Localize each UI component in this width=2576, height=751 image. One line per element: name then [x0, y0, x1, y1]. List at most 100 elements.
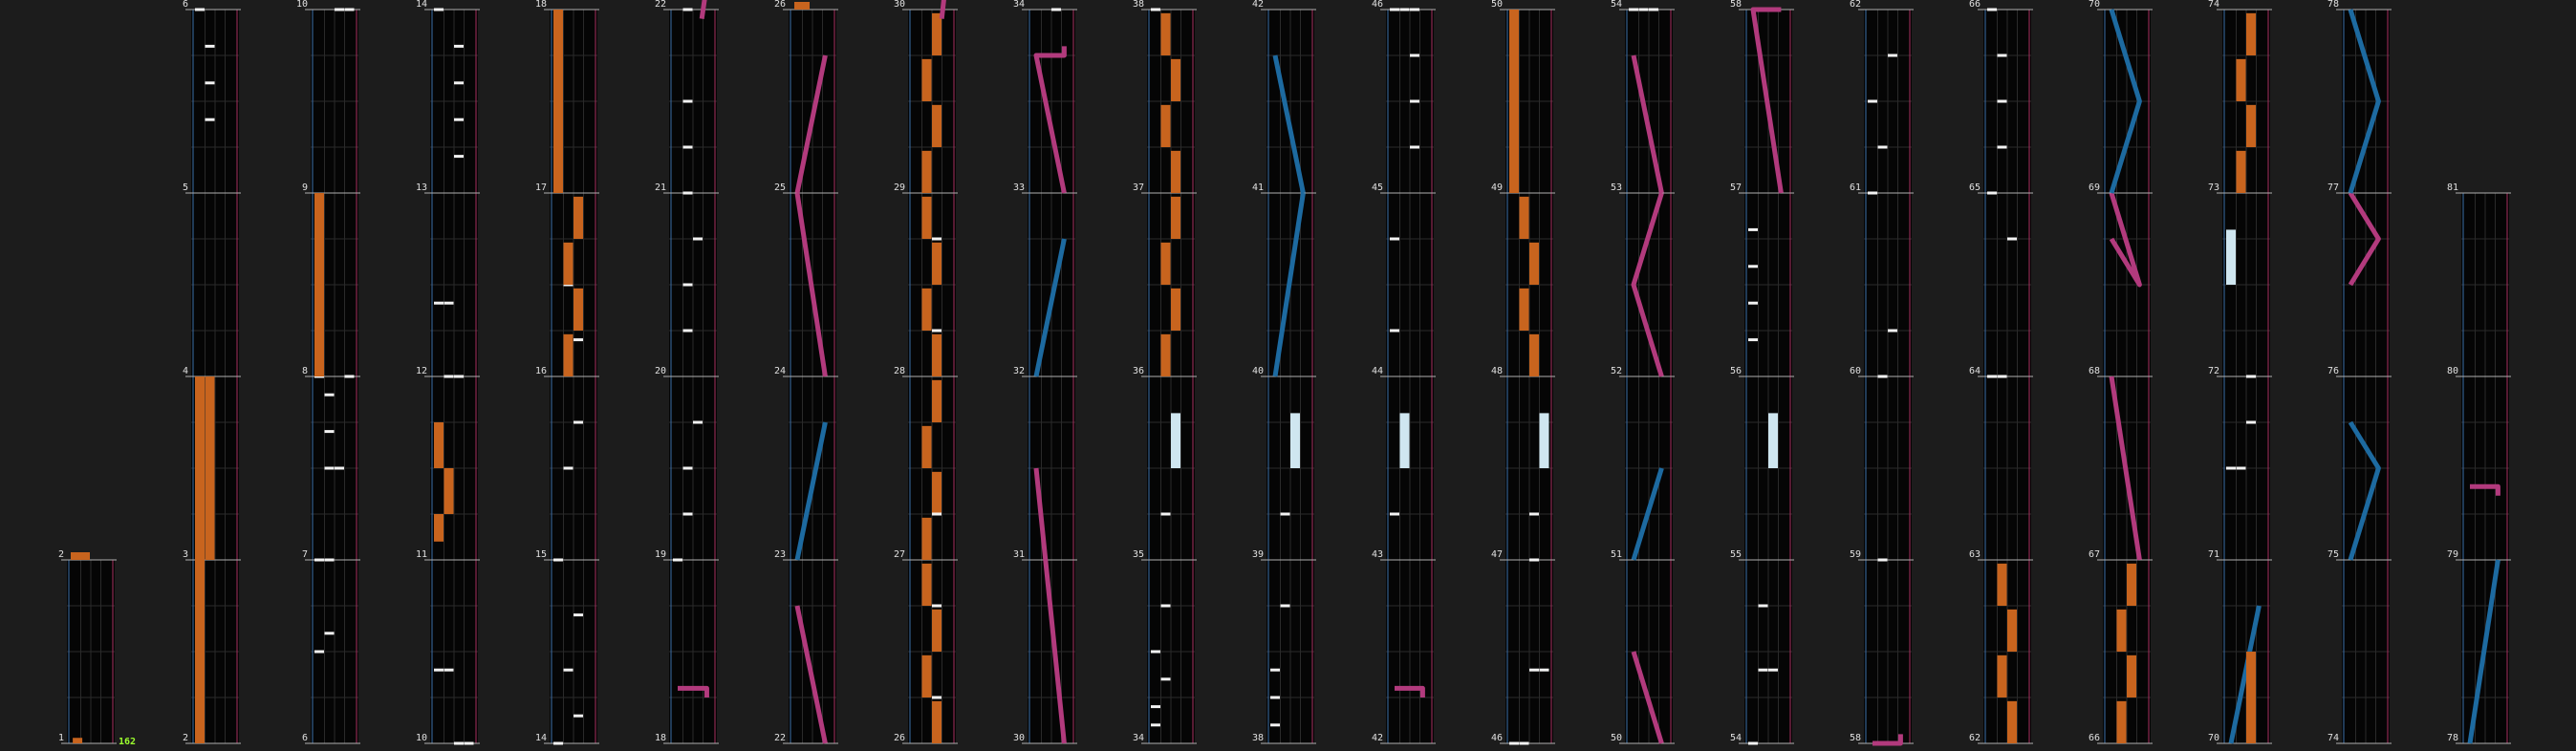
- measure-number: 6: [302, 733, 308, 743]
- tap-note: [1280, 512, 1290, 516]
- tap-note: [335, 8, 344, 11]
- measure-number: 46: [1372, 0, 1383, 10]
- tap-note: [682, 99, 693, 103]
- measure-number: 29: [894, 182, 905, 193]
- measure-number: 74: [2208, 0, 2219, 10]
- hold-note: [2007, 700, 2017, 743]
- measure-number: 37: [1133, 182, 1144, 193]
- tap-note: [454, 741, 464, 745]
- hold-note: [921, 563, 932, 606]
- measure-number: 20: [655, 366, 666, 376]
- hold-note: [2236, 150, 2246, 193]
- measure-number: 34: [1133, 733, 1144, 743]
- tap-note: [682, 512, 693, 516]
- measure-number: 70: [2208, 733, 2219, 743]
- hold-note: [71, 552, 90, 560]
- hold-note: [1399, 413, 1410, 468]
- slide-path: [678, 685, 709, 697]
- measure-number: 70: [2089, 0, 2100, 10]
- measure-number: 73: [2208, 182, 2219, 193]
- measure-number: 32: [1013, 366, 1025, 376]
- tap-note: [1151, 723, 1160, 727]
- slide-path: [2348, 191, 2381, 287]
- measure-number: 30: [894, 0, 905, 10]
- tap-note: [932, 604, 942, 608]
- hold-note: [2116, 700, 2127, 743]
- tap-note: [693, 237, 703, 241]
- hold-note: [574, 196, 583, 239]
- hold-note: [574, 288, 583, 331]
- measure-number: 55: [1730, 549, 1742, 560]
- measure-number: 50: [1611, 733, 1622, 743]
- slide-path: [794, 421, 828, 561]
- tap-note: [314, 650, 324, 654]
- hold-note: [921, 58, 932, 101]
- measure-number: 66: [2089, 733, 2100, 743]
- measure-number: 59: [1850, 549, 1861, 560]
- tap-note: [1270, 668, 1280, 672]
- hold-note: [1160, 12, 1171, 55]
- slide-path: [2109, 9, 2142, 194]
- measure-number: 45: [1372, 182, 1383, 193]
- hold-note: [1160, 242, 1171, 285]
- measure-number: 49: [1491, 182, 1503, 193]
- measure-number: 22: [655, 0, 666, 10]
- measure-number: 79: [2447, 549, 2458, 560]
- measure-number: 77: [2327, 182, 2339, 193]
- tap-note: [1160, 512, 1171, 516]
- tap-note: [1748, 301, 1758, 305]
- tap-note: [563, 668, 574, 672]
- hold-note: [932, 333, 942, 376]
- measure-number: 44: [1372, 366, 1383, 376]
- measure-number: 68: [2089, 366, 2100, 376]
- tap-note: [1877, 558, 1888, 562]
- tap-note: [932, 329, 942, 333]
- hold-note: [1539, 413, 1549, 468]
- tap-note: [195, 8, 205, 11]
- measure-number: 61: [1850, 182, 1861, 193]
- tap-note: [1529, 558, 1539, 562]
- slide-path: [1631, 192, 1664, 377]
- measure-number: 1: [58, 733, 64, 743]
- tap-note: [1748, 265, 1758, 268]
- hold-note: [195, 376, 205, 743]
- measure-number: 9: [302, 182, 308, 193]
- slide-path: [1631, 651, 1664, 744]
- measure-number: 42: [1252, 0, 1264, 10]
- measure-number: 47: [1491, 549, 1503, 560]
- tap-note: [1748, 338, 1758, 342]
- tap-note: [2246, 375, 2256, 378]
- tap-note: [2226, 466, 2236, 470]
- hold-note: [1529, 333, 1539, 376]
- hold-note: [932, 12, 942, 55]
- tap-note: [444, 375, 454, 378]
- tap-note: [1888, 54, 1897, 57]
- measure-number: 18: [655, 733, 666, 743]
- tap-note: [1758, 668, 1768, 672]
- tap-note: [1151, 705, 1160, 709]
- slide-path: [2470, 483, 2500, 496]
- tap-note: [563, 466, 574, 470]
- hold-note: [444, 468, 454, 514]
- measure-number: 25: [774, 182, 786, 193]
- tap-note: [682, 466, 693, 470]
- tap-note: [932, 512, 942, 516]
- hold-note: [2246, 104, 2256, 147]
- measure-number: 56: [1730, 366, 1742, 376]
- hold-note: [1171, 288, 1180, 331]
- tap-note: [1410, 99, 1419, 103]
- tap-note: [682, 283, 693, 287]
- hold-note: [73, 738, 83, 743]
- combo-counter: 162: [119, 737, 136, 747]
- tap-note: [1997, 54, 2007, 57]
- slide-path: [1033, 467, 1067, 744]
- measure-number: 3: [183, 549, 188, 560]
- tap-note: [1160, 677, 1171, 681]
- measure-number: 58: [1850, 733, 1861, 743]
- tap-note: [2236, 466, 2246, 470]
- measure-number: 27: [894, 549, 905, 560]
- tap-note: [932, 696, 942, 699]
- tap-note: [1529, 512, 1539, 516]
- tap-note: [454, 155, 464, 159]
